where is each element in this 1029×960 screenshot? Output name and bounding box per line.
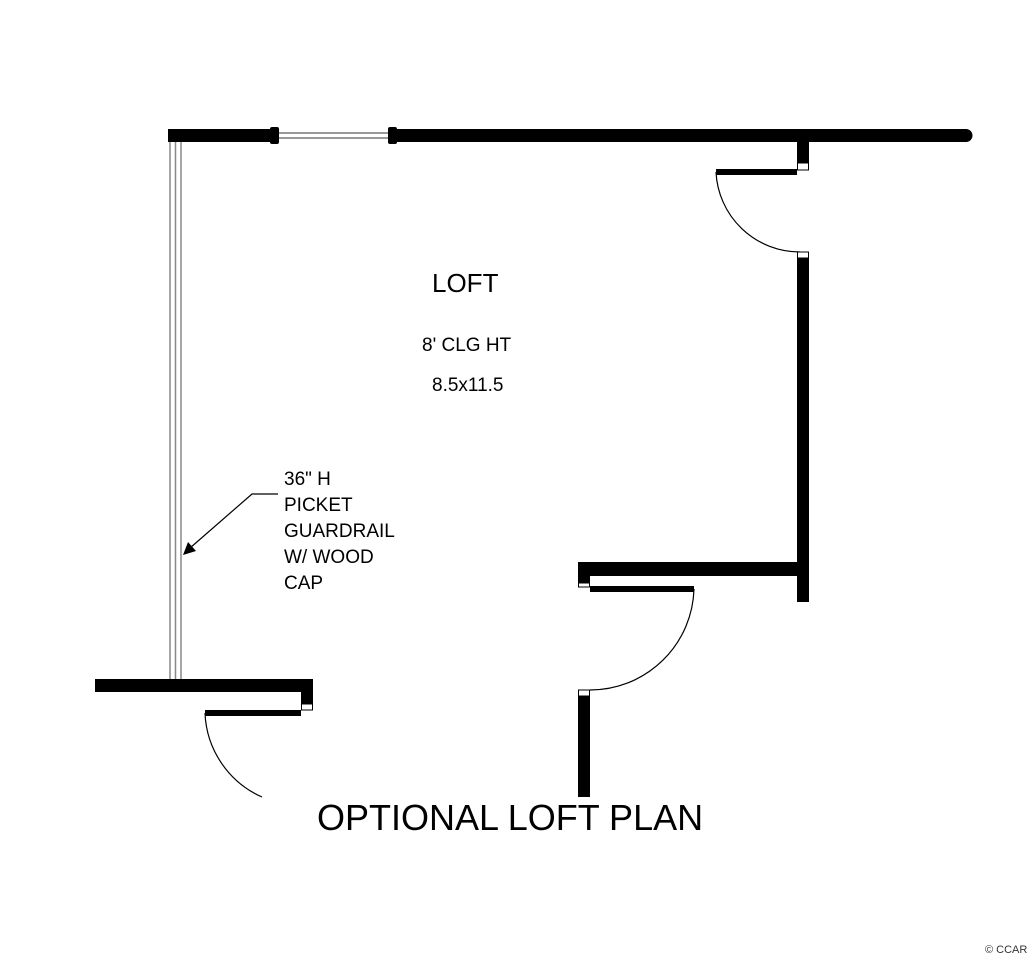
guardrail-note: 36" H PICKET GUARDRAIL W/ WOOD CAP	[284, 467, 395, 597]
ceiling-height: 8' CLG HT	[422, 335, 512, 356]
bottom-left-door	[95, 679, 313, 798]
note-line: PICKET	[284, 495, 353, 516]
note-line: CAP	[284, 573, 324, 594]
note-line: W/ WOOD	[284, 547, 374, 568]
note-line: GUARDRAIL	[284, 521, 395, 542]
plan-title: OPTIONAL LOFT PLAN	[317, 797, 704, 838]
top-wall	[168, 127, 973, 144]
room-dimensions: 8.5x11.5	[432, 375, 504, 396]
middle-door	[578, 562, 809, 797]
leader-arrow	[183, 493, 278, 555]
right-door	[715, 142, 809, 602]
room-name: LOFT	[432, 268, 499, 298]
guardrail	[169, 142, 182, 680]
watermark: © CCAR	[985, 944, 1028, 956]
window	[279, 132, 388, 139]
note-line: 36" H	[284, 469, 331, 490]
